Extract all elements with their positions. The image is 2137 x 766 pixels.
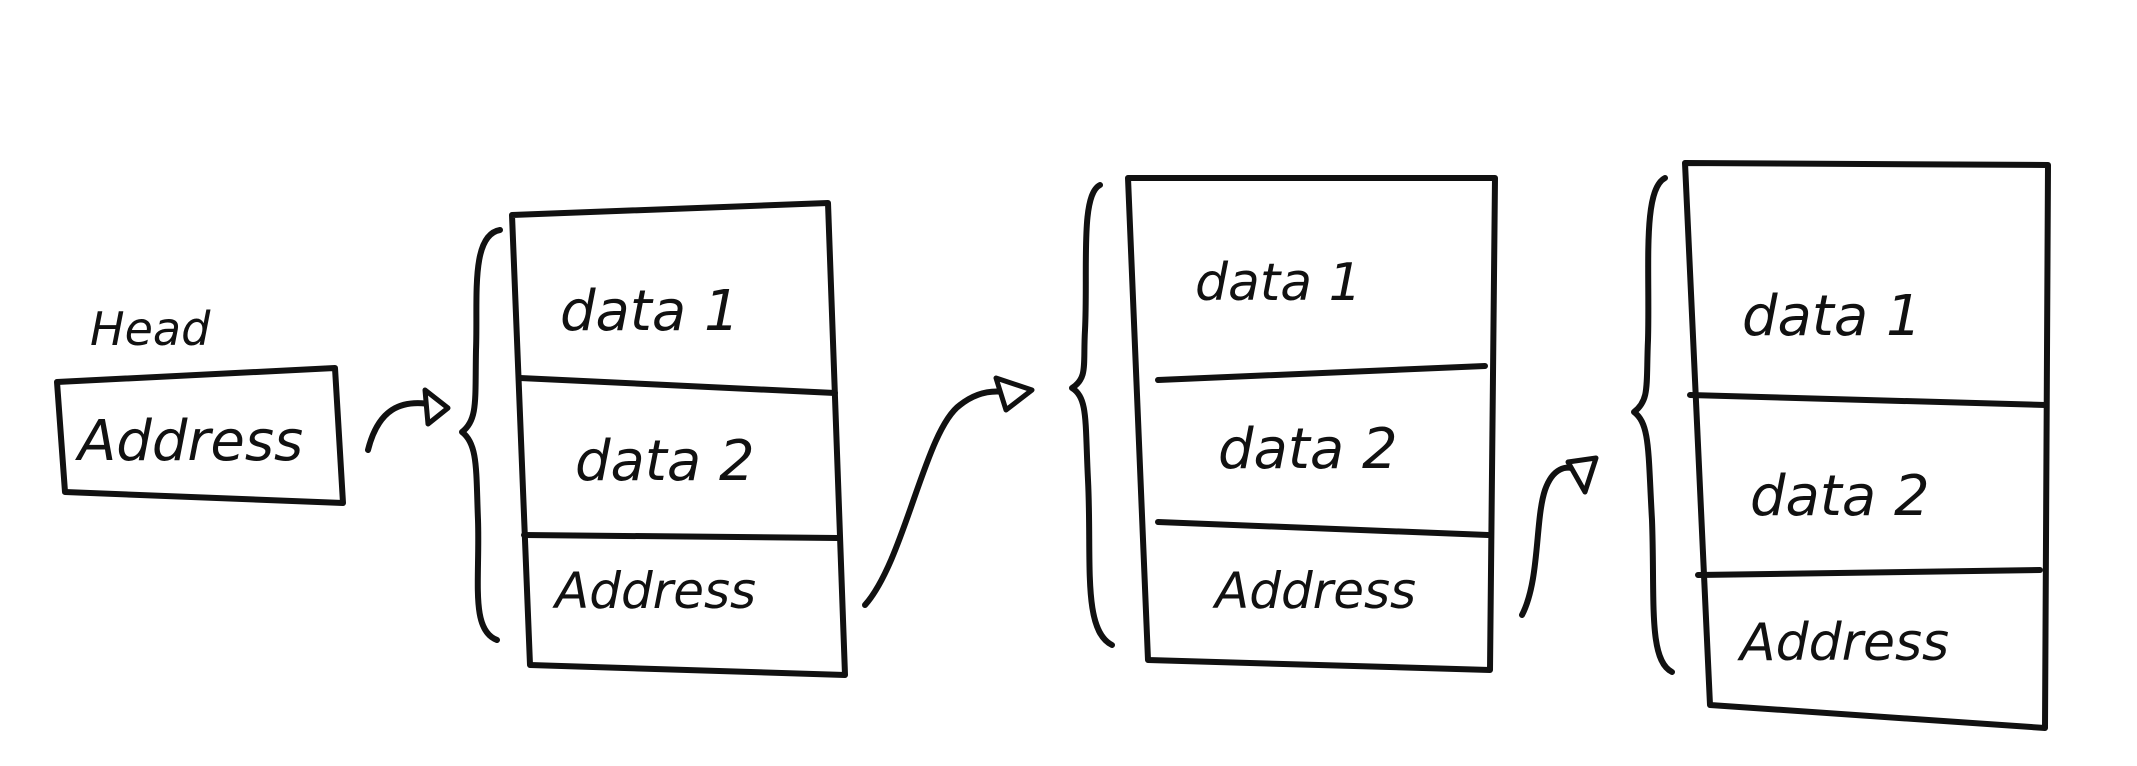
node-3-address: Address	[1737, 613, 1949, 673]
arrowhead-icon	[422, 387, 451, 427]
arrow-line	[862, 388, 1008, 608]
node-1: data 1 data 2 Address	[459, 200, 848, 678]
node-2-data-1: data 1	[1195, 253, 1362, 313]
node-1-outline	[509, 200, 848, 678]
node-1-data-1: data 1	[560, 279, 740, 344]
node-2-outline	[1125, 175, 1498, 673]
node-1-address: Address	[552, 562, 756, 620]
arrow-line	[1519, 464, 1585, 618]
node-2: data 1 data 2 Address	[1069, 175, 1498, 673]
node-2-divider-1	[1155, 363, 1488, 383]
arrow-head-to-node-1	[365, 387, 451, 453]
arrow-node-2-to-node-3	[1519, 455, 1599, 618]
node-1-data-2: data 2	[575, 429, 755, 494]
node-2-brace	[1069, 182, 1115, 648]
node-3-divider-2	[1695, 567, 2043, 578]
arrow-node-1-to-node-2	[862, 375, 1035, 608]
node-1-brace	[459, 227, 503, 643]
arrowhead-icon	[1565, 455, 1599, 495]
head-pointer: Head Address	[54, 302, 346, 506]
node-1-divider-1	[517, 375, 838, 396]
head-address-label: Address	[75, 409, 303, 474]
node-3-outline	[1682, 160, 2051, 731]
node-2-divider-2	[1155, 519, 1491, 538]
node-1-divider-2	[521, 532, 841, 541]
node-3-brace	[1631, 175, 1675, 675]
node-3-divider-1	[1687, 392, 2048, 408]
node-3-data-1: data 1	[1742, 284, 1922, 349]
node-3: data 1 data 2 Address	[1631, 160, 2051, 731]
node-3-data-2: data 2	[1750, 464, 1930, 529]
node-2-address: Address	[1212, 562, 1416, 620]
arrowhead-icon	[993, 375, 1035, 413]
head-label: Head	[90, 302, 211, 356]
node-2-data-2: data 2	[1218, 417, 1398, 482]
head-box-outline	[54, 365, 346, 506]
